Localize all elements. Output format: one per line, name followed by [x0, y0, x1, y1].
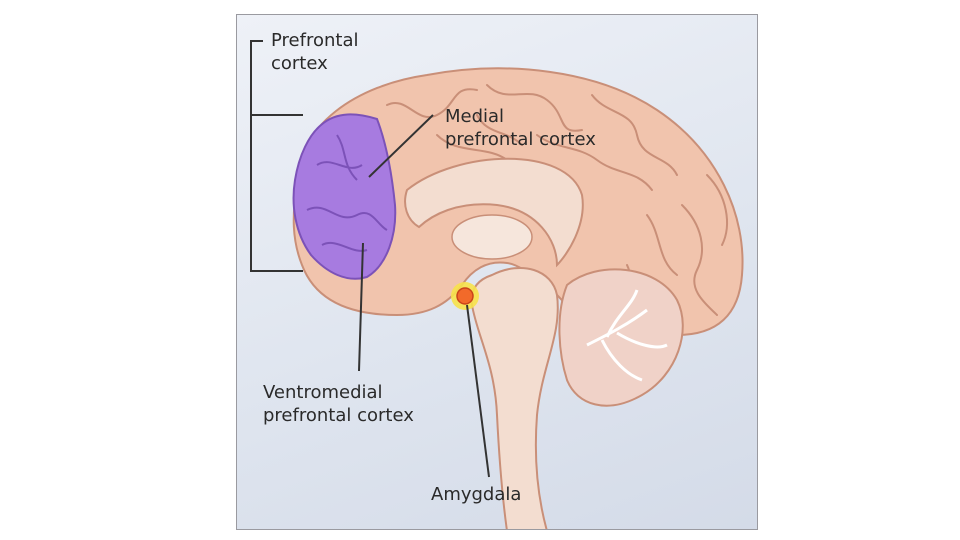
brain-illustration: [250, 40, 744, 529]
label-amygdala: Amygdala: [431, 484, 522, 505]
thalamus: [451, 214, 533, 260]
diagram-panel: Prefrontal cortex Medial prefrontal cort…: [236, 14, 758, 530]
amygdala-leader: [466, 304, 490, 478]
corpus-callosum: [404, 157, 584, 268]
prefrontal-highlight: [292, 113, 397, 280]
label-medial-prefrontal: Medial prefrontal cortex: [445, 106, 596, 150]
label-ventromedial-prefrontal: Ventromedial prefrontal cortex: [263, 382, 414, 426]
medial-leader: [368, 114, 434, 178]
brainstem: [470, 266, 559, 529]
prefrontal-bracket: [250, 40, 303, 272]
amygdala-marker: [456, 287, 474, 305]
label-prefrontal: Prefrontal cortex: [271, 30, 359, 74]
cerebellum-tree: [586, 289, 668, 382]
prefrontal-folds: [306, 134, 388, 252]
ventromedial-leader: [358, 242, 364, 372]
cerebellum: [558, 268, 684, 407]
